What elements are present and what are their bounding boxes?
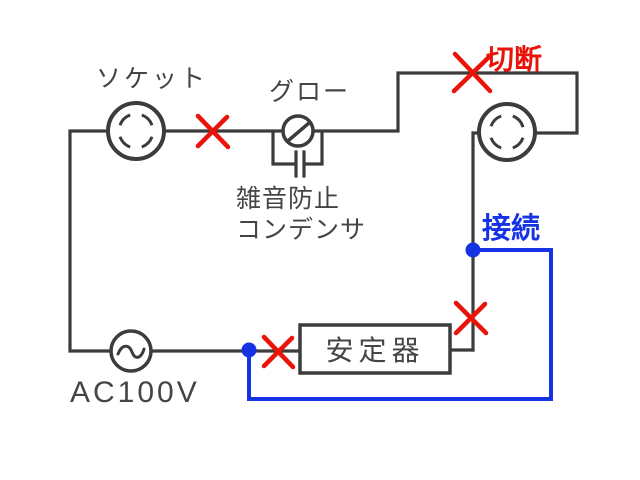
wire-left-loop (68, 129, 113, 353)
capacitor-right-branch (303, 132, 324, 166)
lamp-socket-left-symbol (106, 101, 166, 161)
connect-label: 接続 (482, 213, 541, 245)
socket-outer-circle (477, 102, 537, 162)
socket-label: ソケット (96, 65, 209, 93)
socket-outer-circle (106, 101, 166, 161)
socket-inner-contacts (489, 114, 525, 150)
noise-capacitor-label-line2: コンデンサ (236, 216, 367, 244)
noise-capacitor-symbol (271, 131, 324, 178)
glow-blade (287, 121, 311, 142)
cut-x-socket-to-glow (195, 113, 231, 150)
cut-x-top-wire (451, 51, 493, 94)
glow-starter-symbol (281, 114, 315, 148)
junction-dot-lower (241, 342, 257, 358)
cut-x-ballast-input (261, 334, 296, 370)
cut-x-marks (195, 51, 493, 370)
wire-glow-to-right-socket (311, 71, 579, 135)
junction-dot-upper (465, 242, 481, 258)
capacitor-left-branch (271, 131, 296, 166)
new-connection-wire (247, 248, 553, 401)
ballast-label: 安定器 (325, 335, 425, 366)
glow-starter-label: グロー (269, 78, 351, 106)
cut-label: 切断 (486, 44, 543, 75)
noise-capacitor-label-line1: 雑音防止 (236, 185, 341, 213)
ballast-box (298, 323, 452, 375)
cut-x-ballast-output (453, 300, 489, 336)
blue-wire-path (247, 248, 553, 401)
socket-inner-contacts (118, 113, 154, 149)
ac-sine-wave (116, 344, 146, 359)
wire-right-socket-down (471, 131, 481, 352)
junction-dots (241, 242, 481, 358)
lamp-socket-right-symbol (477, 102, 537, 162)
ac-source-symbol (109, 329, 153, 373)
main-wiring (68, 71, 579, 353)
ac-power-label: AC100V (70, 376, 200, 409)
